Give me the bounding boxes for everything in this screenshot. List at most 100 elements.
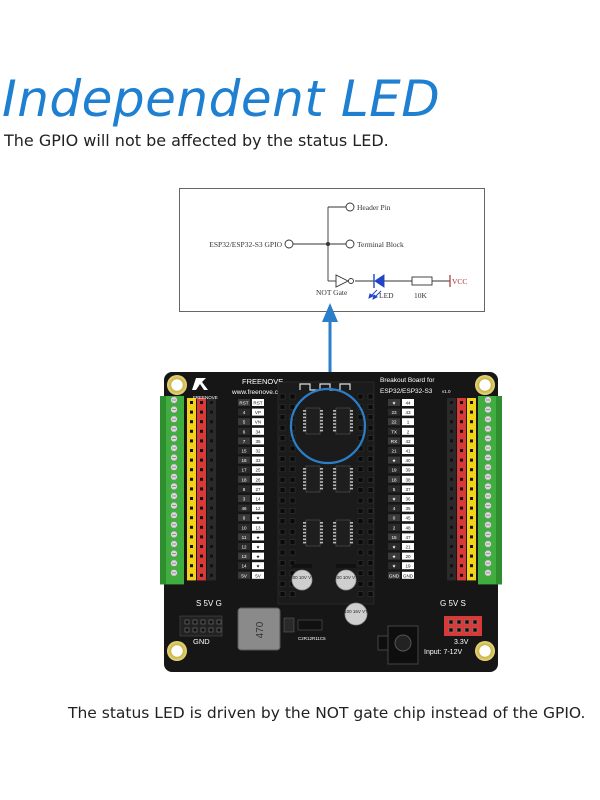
header-pin-hole[interactable]: [470, 487, 473, 491]
header-pin-hole[interactable]: [200, 449, 203, 452]
header-pin-hole[interactable]: [216, 627, 222, 633]
header-pin-hole[interactable]: [470, 420, 473, 424]
header-pin-hole[interactable]: [470, 429, 473, 433]
header-pin-hole[interactable]: [200, 468, 203, 472]
header-pin-hole[interactable]: [456, 627, 462, 633]
header-pin-hole[interactable]: [450, 497, 453, 500]
header-pin-hole[interactable]: [210, 545, 213, 548]
header-pin-hole[interactable]: [210, 468, 213, 472]
header-pin-hole[interactable]: [450, 554, 453, 558]
header-pin-hole[interactable]: [210, 439, 213, 443]
header-pin-hole[interactable]: [210, 506, 213, 510]
header-pin-hole[interactable]: [190, 497, 193, 500]
header-pin-hole[interactable]: [472, 619, 478, 625]
header-pin-hole[interactable]: [460, 401, 463, 404]
header-pin-hole[interactable]: [210, 401, 213, 404]
header-pin-hole[interactable]: [190, 525, 193, 529]
header-pin-hole[interactable]: [210, 573, 213, 577]
header-pin-hole[interactable]: [210, 449, 213, 452]
header-pin-hole[interactable]: [200, 487, 203, 491]
header-pin-hole[interactable]: [470, 545, 473, 548]
header-pin-hole[interactable]: [470, 410, 473, 414]
header-pin-hole[interactable]: [190, 401, 193, 404]
header-pin-hole[interactable]: [190, 506, 193, 510]
header-pin-hole[interactable]: [460, 554, 463, 558]
header-pin-hole[interactable]: [450, 487, 453, 491]
header-pin-hole[interactable]: [460, 573, 463, 577]
header-pin-hole[interactable]: [210, 429, 213, 433]
header-pin-hole[interactable]: [200, 573, 203, 577]
header-pin-hole[interactable]: [450, 458, 453, 462]
header-pin-hole[interactable]: [200, 410, 203, 414]
header-pin-hole[interactable]: [190, 564, 193, 568]
header-pin-hole[interactable]: [470, 439, 473, 443]
header-pin-hole[interactable]: [470, 525, 473, 529]
header-pin-hole[interactable]: [448, 627, 454, 633]
header-pin-hole[interactable]: [216, 619, 222, 625]
header-pin-hole[interactable]: [200, 429, 203, 433]
header-pin-hole[interactable]: [190, 573, 193, 577]
header-pin-hole[interactable]: [190, 554, 193, 558]
header-pin-hole[interactable]: [200, 506, 203, 510]
header-pin-hole[interactable]: [464, 619, 470, 625]
header-pin-hole[interactable]: [200, 420, 203, 424]
header-pin-hole[interactable]: [200, 535, 203, 539]
header-pin-hole[interactable]: [460, 420, 463, 424]
header-pin-hole[interactable]: [472, 627, 478, 633]
header-pin-hole[interactable]: [200, 477, 203, 481]
header-pin-hole[interactable]: [184, 619, 190, 625]
header-pin-hole[interactable]: [450, 506, 453, 510]
header-pin-hole[interactable]: [210, 410, 213, 414]
header-pin-hole[interactable]: [470, 497, 473, 500]
header-pin-hole[interactable]: [448, 619, 454, 625]
header-pin-hole[interactable]: [210, 564, 213, 568]
header-pin-hole[interactable]: [190, 468, 193, 472]
header-pin-hole[interactable]: [470, 477, 473, 481]
header-pin-hole[interactable]: [450, 573, 453, 577]
header-pin-hole[interactable]: [460, 564, 463, 568]
header-pin-hole[interactable]: [460, 535, 463, 539]
header-pin-hole[interactable]: [192, 627, 198, 633]
header-pin-hole[interactable]: [450, 449, 453, 452]
header-pin-hole[interactable]: [460, 458, 463, 462]
header-pin-hole[interactable]: [450, 410, 453, 414]
header-pin-hole[interactable]: [200, 516, 203, 520]
header-pin-hole[interactable]: [450, 468, 453, 472]
header-pin-hole[interactable]: [470, 506, 473, 510]
header-pin-hole[interactable]: [450, 516, 453, 520]
header-pin-hole[interactable]: [470, 516, 473, 520]
header-pin-hole[interactable]: [208, 619, 214, 625]
header-pin-hole[interactable]: [470, 458, 473, 462]
header-pin-hole[interactable]: [190, 449, 193, 452]
header-pin-hole[interactable]: [470, 535, 473, 539]
header-pin-hole[interactable]: [460, 516, 463, 520]
header-pin-hole[interactable]: [210, 525, 213, 529]
header-pin-hole[interactable]: [200, 627, 206, 633]
header-pin-hole[interactable]: [184, 627, 190, 633]
header-pin-hole[interactable]: [210, 516, 213, 520]
header-pin-hole[interactable]: [210, 420, 213, 424]
header-pin-hole[interactable]: [470, 554, 473, 558]
header-pin-hole[interactable]: [200, 497, 203, 500]
header-pin-hole[interactable]: [450, 564, 453, 568]
header-pin-hole[interactable]: [190, 458, 193, 462]
header-pin-hole[interactable]: [460, 429, 463, 433]
header-pin-hole[interactable]: [450, 545, 453, 548]
header-pin-hole[interactable]: [200, 564, 203, 568]
header-pin-hole[interactable]: [210, 497, 213, 500]
header-pin-hole[interactable]: [464, 627, 470, 633]
header-pin-hole[interactable]: [190, 487, 193, 491]
header-pin-hole[interactable]: [190, 420, 193, 424]
header-pin-hole[interactable]: [460, 497, 463, 500]
header-pin-hole[interactable]: [200, 525, 203, 529]
header-pin-hole[interactable]: [190, 535, 193, 539]
header-pin-hole[interactable]: [208, 627, 214, 633]
header-pin-hole[interactable]: [210, 535, 213, 539]
header-pin-hole[interactable]: [450, 525, 453, 529]
header-pin-hole[interactable]: [450, 401, 453, 404]
header-pin-hole[interactable]: [450, 477, 453, 481]
header-pin-hole[interactable]: [200, 458, 203, 462]
header-pin-hole[interactable]: [470, 449, 473, 452]
header-pin-hole[interactable]: [192, 619, 198, 625]
header-pin-hole[interactable]: [210, 458, 213, 462]
